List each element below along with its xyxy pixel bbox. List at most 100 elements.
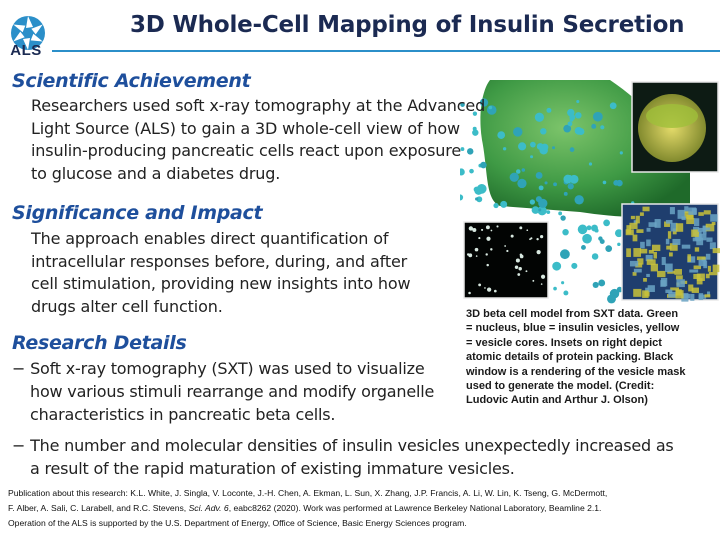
protein-speckle (642, 290, 649, 298)
vesicle (488, 105, 493, 110)
protein-speckle (693, 265, 701, 270)
vesicle (567, 183, 574, 190)
vesicle (598, 236, 603, 241)
protein-speckle (681, 293, 689, 302)
protein-speckle (669, 207, 675, 215)
text-line: to glucose and a diabetes drug. (31, 163, 281, 183)
mask-dot (530, 237, 533, 240)
mask-dot (485, 253, 488, 256)
vesicle (607, 294, 616, 304)
protein-speckle (672, 238, 681, 245)
protein-speckle (632, 271, 637, 276)
vesicle (502, 147, 507, 151)
heading-research-details: Research Details (12, 332, 187, 354)
protein-speckle (661, 256, 666, 266)
protein-speckle (705, 273, 710, 279)
journal-name: Sci. Adv. (188, 503, 222, 514)
vesicle (466, 148, 474, 155)
vesicle (480, 161, 487, 169)
protein-speckle (684, 211, 693, 219)
mask-dot (468, 226, 474, 231)
protein-speckle (633, 248, 642, 257)
protein-speckle (646, 227, 651, 232)
protein-speckle (637, 258, 644, 265)
vesicle (476, 196, 483, 203)
vesicle (571, 262, 578, 269)
mask-dot (526, 229, 529, 232)
vesicle (582, 233, 592, 244)
vesicle (534, 112, 545, 122)
protein-speckle (686, 218, 695, 225)
protein-speckle (693, 218, 700, 227)
significance-text: The approach enables direct quantificati… (31, 228, 411, 318)
text-line: drugs alter cell function. (31, 296, 223, 316)
protein-speckle (639, 212, 644, 216)
vesicle (567, 121, 573, 127)
protein-speckle (646, 239, 651, 247)
vesicle (600, 125, 605, 130)
vesicle (535, 172, 543, 179)
protein-speckle (684, 206, 689, 213)
text-line: Light Source (ALS) to gain a 3D whole-ce… (31, 118, 460, 138)
vesicle (460, 102, 465, 107)
caption-line: used to generate the model. (Credit: (466, 380, 655, 393)
logo-text: ALS (10, 42, 42, 59)
text-line: intracellular responses before, during, … (31, 251, 408, 271)
protein-speckle (668, 291, 677, 298)
protein-speckle (666, 245, 672, 250)
protein-speckle (630, 215, 635, 220)
vesicle (500, 200, 508, 208)
protein-speckle (640, 241, 645, 249)
vesicle (563, 290, 569, 296)
protein-speckle (674, 268, 682, 275)
protein-speckle (675, 223, 684, 232)
protein-speckle (670, 287, 680, 291)
mask-dot (536, 237, 539, 241)
protein-speckle (697, 227, 707, 232)
vesicle (493, 202, 499, 209)
protein-speckle (704, 227, 711, 231)
protein-speckle (629, 260, 639, 267)
protein-speckle (650, 263, 658, 272)
mask-dot (517, 273, 521, 276)
text-line: The approach enables direct quantificati… (31, 229, 389, 248)
vesicle (531, 206, 540, 214)
vesicle (591, 123, 597, 129)
protein-speckle (688, 207, 697, 215)
text-line: how various stimuli rearrange and modify… (30, 382, 435, 401)
protein-speckle (667, 270, 675, 274)
bullet-vesicles: − The number and molecular densities of … (12, 434, 674, 480)
vesicle (457, 168, 465, 176)
mask-dot (475, 255, 478, 257)
mask-dot (536, 250, 541, 255)
mask-dot (466, 253, 470, 256)
protein-speckle (668, 252, 673, 257)
mask-dot (490, 229, 493, 232)
protein-speckle (698, 233, 707, 241)
protein-speckle (665, 263, 673, 273)
protein-speckle (633, 268, 642, 273)
mask-dot (486, 263, 489, 267)
heading-significance-impact: Significance and Impact (12, 202, 263, 224)
vesicle (546, 107, 552, 113)
protein-speckle (688, 284, 694, 292)
protein-speckle (645, 254, 653, 262)
vesicle (472, 129, 479, 136)
mask-dot (472, 227, 477, 233)
protein-speckle (665, 219, 673, 224)
protein-speckle (681, 216, 686, 221)
vesicle (553, 182, 557, 187)
protein-speckle (646, 259, 656, 265)
protein-speckle (643, 277, 647, 282)
mask-dot (532, 279, 535, 282)
protein-speckle (626, 248, 631, 258)
protein-speckle (696, 273, 705, 282)
publication-line: Publication about this research: K.L. Wh… (8, 488, 608, 498)
protein-speckle (676, 279, 685, 288)
protein-speckle (642, 206, 650, 212)
protein-speckle (691, 229, 700, 237)
vesicle (529, 199, 536, 205)
protein-speckle (675, 275, 683, 280)
text-line: − Soft x-ray tomography (SXT) was used t… (12, 359, 425, 378)
vesicle (605, 245, 613, 252)
